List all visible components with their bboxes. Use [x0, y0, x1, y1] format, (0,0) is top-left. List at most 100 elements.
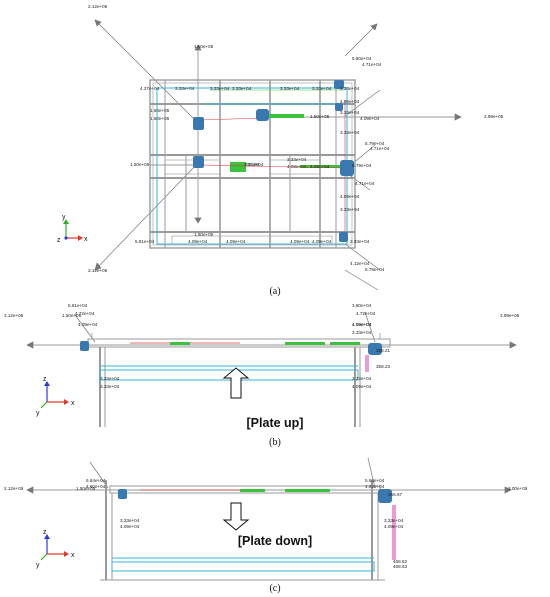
force-label: 2.33e+04	[244, 162, 264, 167]
force-label: 468.63	[393, 564, 407, 569]
force-label: 4.09e+04	[384, 524, 404, 529]
force-label: 5.80e+04	[352, 56, 372, 61]
force-label: 468.62	[393, 559, 407, 564]
axis-triad-c: z x y	[36, 529, 75, 569]
force-label: 1.50e+05	[194, 44, 214, 49]
plate-up-label: [Plate up]	[246, 416, 304, 430]
force-label: 3.33e+04	[287, 157, 307, 162]
force-label: 3.00e+05	[508, 486, 528, 491]
force-label: 4.09e+04	[352, 384, 372, 389]
plate-down-label: [Plate down]	[237, 534, 313, 548]
axis-triad-a: y x z	[57, 214, 88, 244]
caption-a: (a)	[269, 286, 281, 297]
load-arrows-b	[26, 311, 517, 349]
force-label: 1.50e+05	[76, 486, 96, 491]
axis-x-label: x	[84, 236, 88, 243]
force-label: 3.80e+04	[352, 303, 372, 308]
force-label: 3.33e+04	[100, 384, 120, 389]
plate-up-arrow-icon	[222, 367, 250, 399]
force-label: 4.09e+04	[120, 524, 140, 529]
force-label: 4.12e+04	[350, 261, 370, 266]
force-label: 4.71e+04	[370, 146, 390, 151]
force-label: 4.72e+04	[356, 311, 376, 316]
axis-y-label: y	[36, 562, 40, 569]
force-label: 3.33e+04	[352, 376, 372, 381]
plate-b	[99, 365, 359, 381]
force-label: 3.33e+04	[340, 86, 360, 91]
members-b	[130, 342, 369, 372]
force-label: 3.33e+04	[340, 207, 360, 212]
force-label: 1.50e+05	[130, 162, 150, 167]
nodes-b	[80, 341, 382, 355]
force-label: 5.61e+04	[68, 303, 88, 308]
force-label: 4.09e+04	[340, 194, 360, 199]
force-label: 4.09e+04	[188, 239, 208, 244]
axis-z-label: z	[57, 237, 61, 244]
force-label: 358.23	[376, 364, 390, 369]
force-label: 5.79e+04	[365, 141, 385, 146]
force-label: 358.21	[376, 348, 390, 353]
force-label: 4.09e+04	[287, 164, 307, 169]
force-label: 3.33e+04	[232, 86, 252, 91]
force-label: 4.09e+04	[352, 322, 372, 327]
force-label: 2.99e+05	[484, 114, 504, 119]
force-label: 3.33e+04	[120, 518, 140, 523]
force-label: 4.60e+04	[86, 484, 106, 489]
force-label: 4.27e+04	[140, 86, 160, 91]
force-label: 1.50e+05	[150, 116, 170, 121]
axis-triad-b: z x y	[36, 376, 75, 417]
force-label: 5.79e+04	[365, 267, 385, 272]
frame-members	[149, 79, 356, 249]
force-label: 5.81e+04	[135, 239, 155, 244]
caption-b: (b)	[269, 437, 281, 448]
force-label: 4.09e+04	[360, 116, 380, 121]
force-label: 4.09e+04	[312, 239, 332, 244]
force-label: 3.33e+04	[384, 518, 404, 523]
axis-x-label: x	[71, 400, 75, 407]
force-label: 4.63e+04	[365, 484, 385, 489]
force-label: 3.33e+04	[280, 86, 300, 91]
nodes-c	[118, 489, 392, 503]
axis-y-label: y	[36, 410, 40, 417]
force-label: 4.09e+04	[290, 239, 310, 244]
force-label: 3.33e+04	[312, 86, 332, 91]
force-label: 4.09e+04	[352, 322, 372, 327]
force-label: 1.50e+05	[310, 114, 330, 119]
frame-side-c	[100, 480, 385, 581]
force-label: 5.63e+04	[365, 478, 385, 483]
force-label: 2.12e+05	[88, 268, 108, 273]
force-label: 3.33e+04	[175, 86, 195, 91]
force-label: 466.67	[388, 492, 402, 497]
force-label: 1.50e+05	[62, 313, 82, 318]
axis-x-label: x	[71, 552, 75, 559]
force-label: 5.64e+04	[86, 478, 106, 483]
axis-y-label: y	[62, 214, 66, 221]
force-label: 3.33e+04	[352, 330, 372, 335]
force-label: 3.33e+04	[340, 110, 360, 115]
force-label: 3.33e+04	[100, 376, 120, 381]
force-label: 4.71e+04	[362, 62, 382, 67]
force-label: 4.71e+04	[355, 181, 375, 186]
force-label: 4.72e+04	[75, 311, 95, 316]
plate-down-arrow-icon	[222, 502, 250, 531]
force-label: 358.98	[245, 162, 259, 167]
axis-z-label: z	[43, 529, 47, 536]
force-label: 2.12e+05	[88, 4, 108, 9]
force-label: 3.33e+04	[210, 86, 230, 91]
force-label: 5.79e+04	[352, 163, 372, 168]
plate-c	[111, 557, 375, 572]
force-label: 1.50e+05	[194, 232, 214, 237]
axis-z-label: z	[43, 376, 47, 383]
caption-c: (c)	[269, 583, 281, 594]
support-nodes	[193, 80, 354, 242]
green-members	[210, 89, 345, 172]
force-label: 4.09e+04	[310, 164, 330, 169]
force-label: 3.33e+04	[340, 130, 360, 135]
force-label: 1.50e+05	[150, 108, 170, 113]
